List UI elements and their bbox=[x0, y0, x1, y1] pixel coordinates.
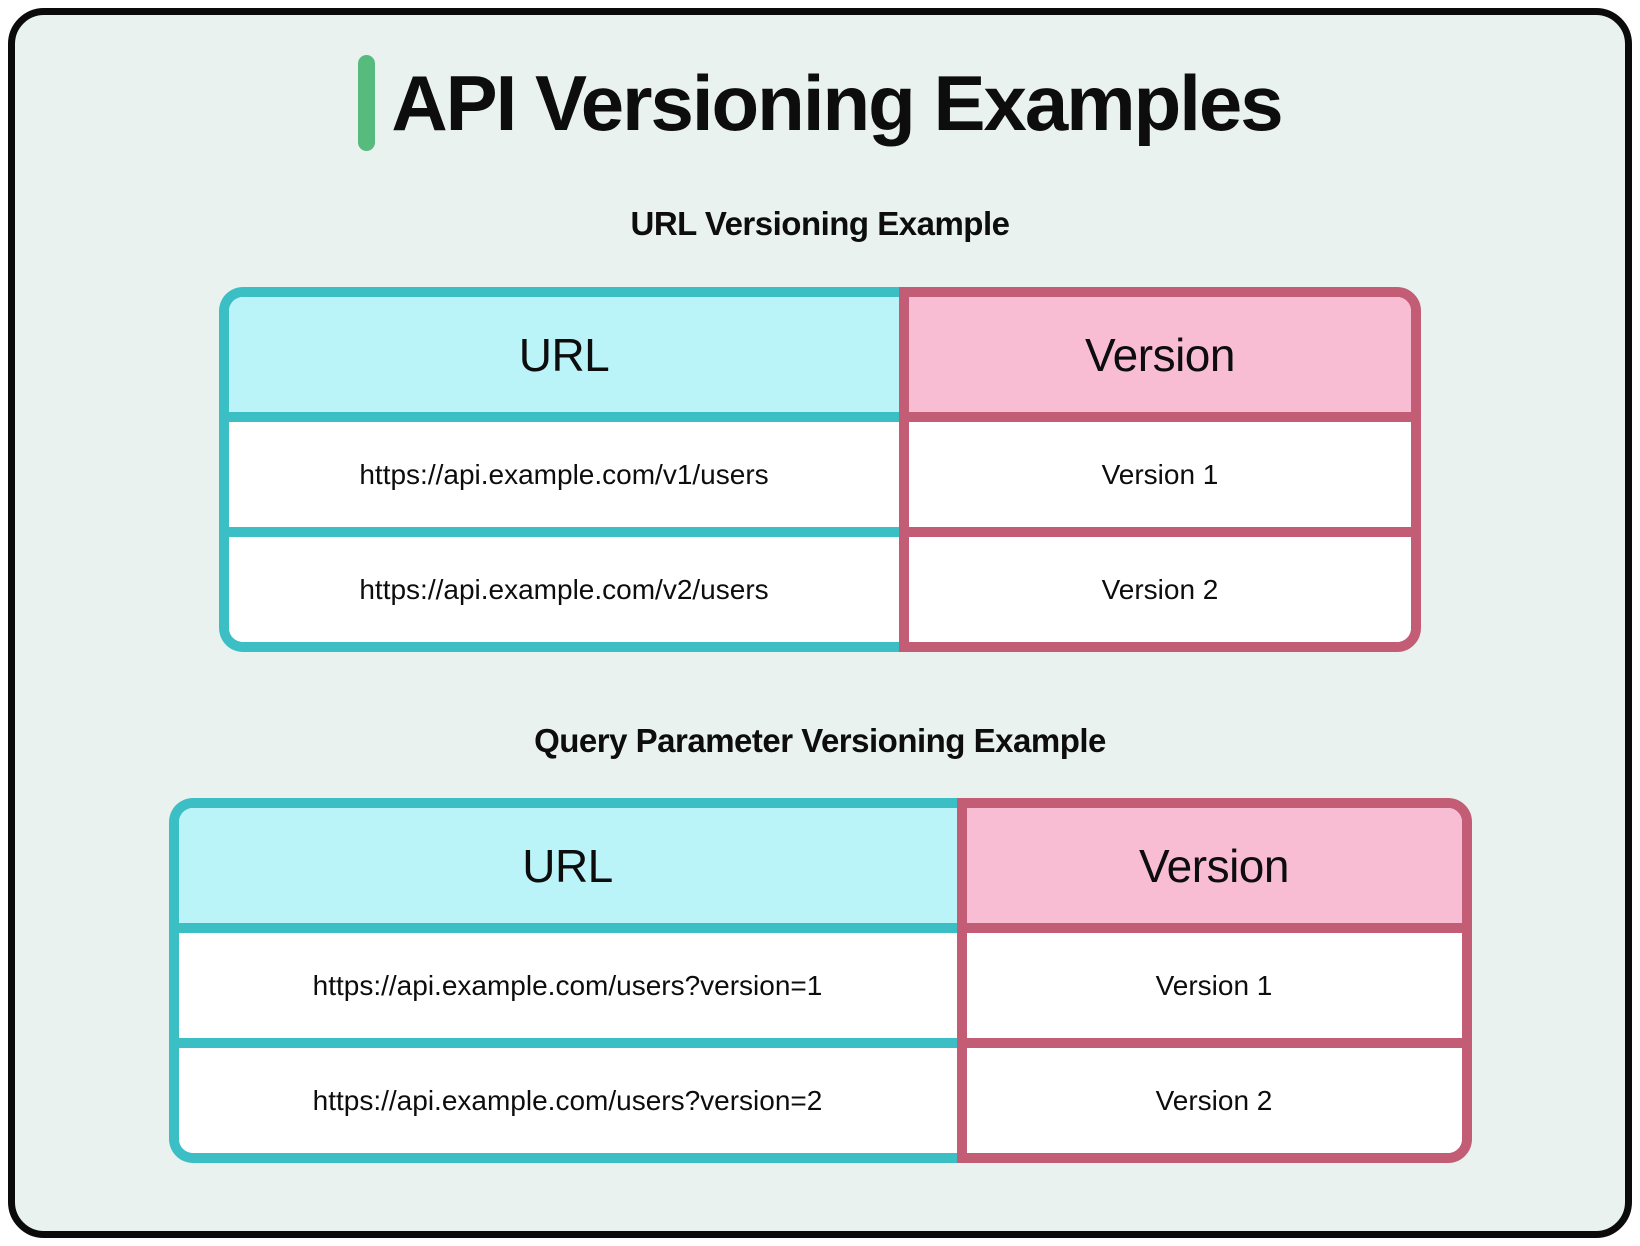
version-cell: Version 1 bbox=[966, 933, 1462, 1048]
page-title: API Versioning Examples bbox=[391, 58, 1283, 147]
column-header-url: URL bbox=[229, 297, 899, 422]
url-cell: https://api.example.com/v1/users bbox=[229, 422, 899, 537]
url-cell: https://api.example.com/v2/users bbox=[229, 537, 899, 642]
query-param-versioning-table: URL https://api.example.com/users?versio… bbox=[168, 798, 1472, 1163]
column-header-version: Version bbox=[966, 808, 1462, 933]
column-header-url: URL bbox=[178, 808, 957, 933]
column-header-version: Version bbox=[909, 297, 1411, 422]
version-column: Version Version 1 Version 2 bbox=[956, 798, 1472, 1163]
title-accent-bar bbox=[358, 55, 376, 151]
version-column: Version Version 1 Version 2 bbox=[899, 287, 1421, 652]
version-cell: Version 1 bbox=[909, 422, 1411, 537]
page-frame: API Versioning Examples URL Versioning E… bbox=[8, 8, 1632, 1238]
url-column: URL https://api.example.com/users?versio… bbox=[168, 798, 957, 1163]
version-cell: Version 2 bbox=[966, 1048, 1462, 1153]
version-cell: Version 2 bbox=[909, 537, 1411, 642]
url-versioning-heading: URL Versioning Example bbox=[630, 205, 1010, 242]
url-versioning-table: URL https://api.example.com/v1/users htt… bbox=[219, 287, 1421, 652]
page-title-row: API Versioning Examples bbox=[15, 55, 1625, 151]
url-column: URL https://api.example.com/v1/users htt… bbox=[219, 287, 899, 652]
url-cell: https://api.example.com/users?version=2 bbox=[178, 1048, 957, 1153]
url-cell: https://api.example.com/users?version=1 bbox=[178, 933, 957, 1048]
query-param-versioning-heading: Query Parameter Versioning Example bbox=[534, 722, 1106, 759]
